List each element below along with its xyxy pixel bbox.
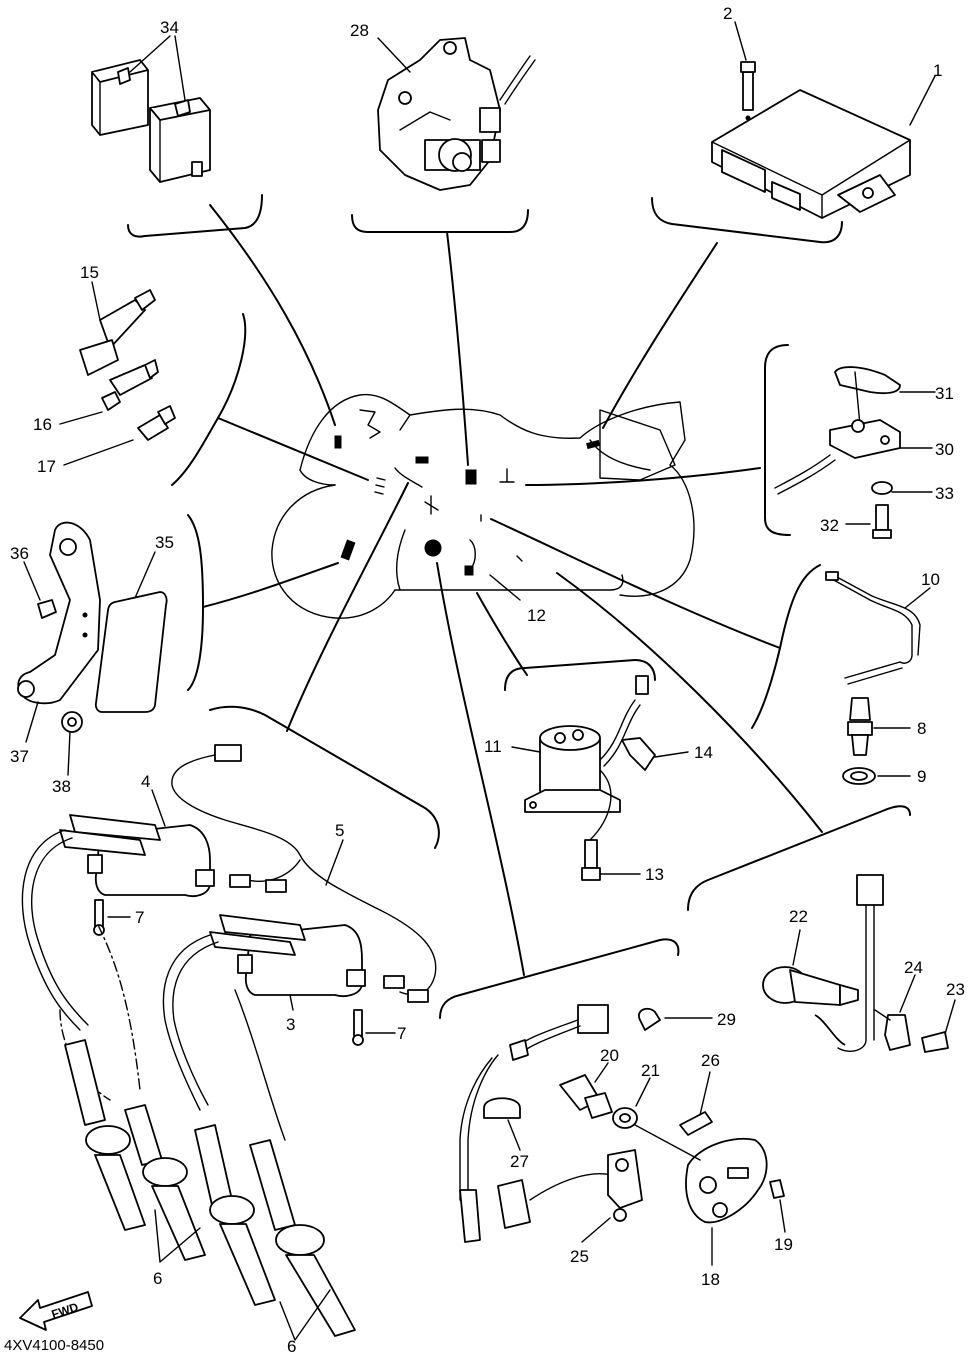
switch-sensors-15-17 xyxy=(79,289,176,441)
pickup-assembly-18-29 xyxy=(459,1004,785,1243)
solenoid-11-14 xyxy=(524,675,656,881)
label-part-32: 32 xyxy=(820,516,839,535)
sensor-assembly-28 xyxy=(377,37,536,191)
label-part-6-right: 6 xyxy=(287,1337,296,1353)
label-pointers xyxy=(23,21,956,1341)
label-part-10: 10 xyxy=(921,570,940,589)
label-part-21: 21 xyxy=(641,1061,660,1080)
ignition-coils-3-7 xyxy=(21,744,437,1337)
label-part-31: 31 xyxy=(935,384,954,403)
leader-lines xyxy=(202,204,823,976)
label-part-33: 33 xyxy=(935,484,954,503)
ecu-unit-1 xyxy=(711,61,911,219)
relay-pair-34 xyxy=(91,59,211,183)
label-part-18: 18 xyxy=(701,1270,720,1289)
label-part-11: 11 xyxy=(484,737,502,756)
sensor-22-24 xyxy=(762,874,949,1053)
label-part-14: 14 xyxy=(694,743,713,762)
label-part-27: 27 xyxy=(510,1152,529,1171)
label-part-29: 29 xyxy=(717,1010,736,1029)
forward-direction-arrow: FWD xyxy=(19,1291,93,1331)
label-part-28: 28 xyxy=(350,21,369,40)
label-part-20: 20 xyxy=(600,1046,619,1065)
label-part-26: 26 xyxy=(701,1051,720,1070)
group-brackets xyxy=(127,194,911,1019)
sensor-lead-8-10 xyxy=(825,571,921,785)
label-part-5: 5 xyxy=(335,821,344,840)
label-part-36: 36 xyxy=(10,544,29,563)
label-part-8: 8 xyxy=(917,719,926,738)
label-part-6-left: 6 xyxy=(153,1269,162,1288)
label-part-35: 35 xyxy=(155,533,174,552)
diagram-code: 4XV4100-8450 xyxy=(4,1337,104,1353)
label-part-19: 19 xyxy=(774,1235,793,1254)
label-part-7-upper: 7 xyxy=(135,908,144,927)
label-part-25: 25 xyxy=(570,1247,589,1266)
label-part-22: 22 xyxy=(789,907,808,926)
label-part-15: 15 xyxy=(80,263,99,282)
frame-mount-markers xyxy=(334,409,601,576)
label-part-30: 30 xyxy=(935,440,954,459)
label-part-38: 38 xyxy=(52,777,71,796)
label-part-4: 4 xyxy=(141,772,150,791)
bracket-35-38 xyxy=(17,521,168,733)
label-part-17: 17 xyxy=(37,457,56,476)
label-part-24: 24 xyxy=(904,958,923,977)
label-part-23: 23 xyxy=(946,980,965,999)
label-part-2: 2 xyxy=(723,4,732,23)
label-part-16: 16 xyxy=(33,415,52,434)
label-part-37: 37 xyxy=(10,747,29,766)
label-part-13: 13 xyxy=(645,865,664,884)
level-sensor-30 xyxy=(774,366,901,539)
part-number-labels: 1 2 3 4 5 6 6 7 7 8 9 10 11 12 13 14 15 … xyxy=(10,4,965,1353)
label-part-3: 3 xyxy=(286,1015,295,1034)
label-part-12: 12 xyxy=(527,606,546,625)
label-part-34: 34 xyxy=(160,18,179,37)
label-part-7-lower: 7 xyxy=(397,1024,406,1043)
label-part-9: 9 xyxy=(917,767,926,786)
label-part-1: 1 xyxy=(933,61,942,80)
